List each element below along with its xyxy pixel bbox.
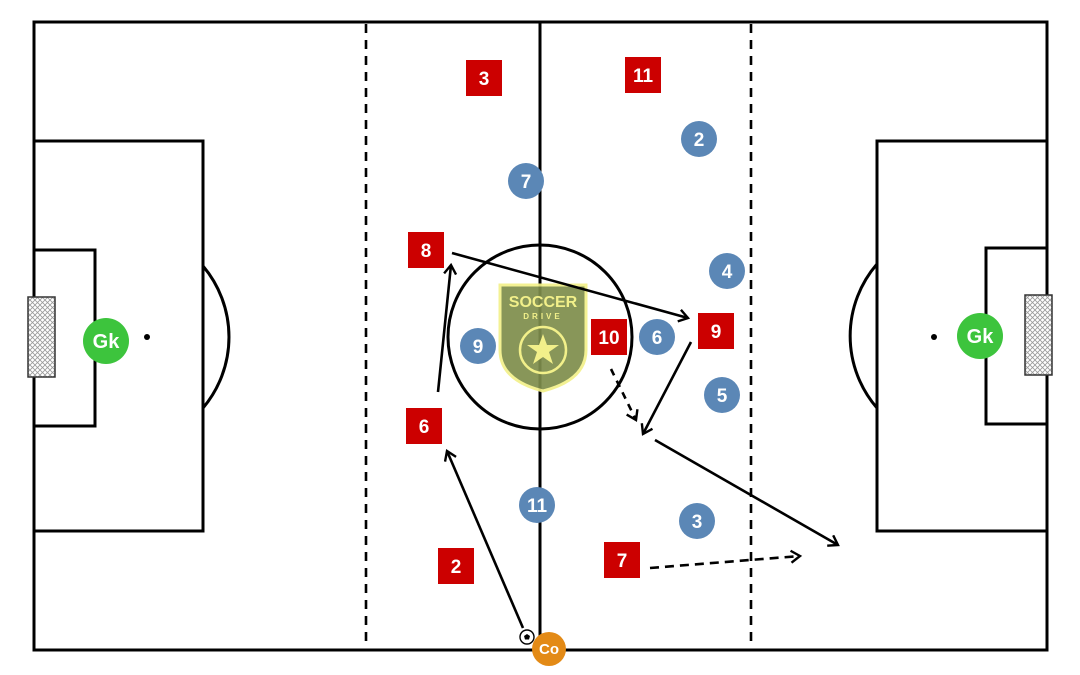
blue-player-number: 6 bbox=[652, 328, 663, 349]
blue-player-number: 3 bbox=[692, 512, 703, 533]
red-player-marker: 6 bbox=[406, 408, 442, 444]
blue-player-marker: 7 bbox=[508, 163, 544, 199]
red-player-square bbox=[604, 542, 640, 578]
red-player-number: 6 bbox=[419, 417, 430, 438]
blue-player-number: 5 bbox=[717, 386, 728, 407]
blue-player-marker: 3 bbox=[679, 503, 715, 539]
blue-player-number: 7 bbox=[521, 172, 532, 193]
right-penalty-arc bbox=[848, 263, 879, 409]
red-player-number: 2 bbox=[451, 557, 462, 578]
coach-circle bbox=[532, 632, 566, 666]
blue-player-marker: 9 bbox=[460, 328, 496, 364]
red-player-number: 3 bbox=[479, 69, 490, 90]
blue-team: 2 7 4 9 6 5 11 3 bbox=[460, 121, 745, 539]
blue-player-number: 9 bbox=[473, 337, 484, 358]
blue-player-circle bbox=[639, 319, 675, 355]
red-player-square bbox=[438, 548, 474, 584]
movement-arrows bbox=[436, 251, 840, 629]
pass-arrow-coach-to-6 bbox=[443, 449, 525, 629]
blue-player-number: 2 bbox=[694, 130, 705, 151]
goalkeeper-marker: Gk bbox=[83, 318, 129, 364]
logo-line1: SOCCER bbox=[509, 294, 578, 311]
run-arrow-10 bbox=[609, 368, 639, 422]
soccer-drive-logo: SOCCER DRIVE bbox=[498, 283, 588, 393]
blue-player-circle bbox=[460, 328, 496, 364]
red-player-marker: 8 bbox=[408, 232, 444, 268]
blue-player-circle bbox=[508, 163, 544, 199]
logo-line2: DRIVE bbox=[523, 312, 562, 321]
blue-player-circle bbox=[704, 377, 740, 413]
red-player-square bbox=[591, 319, 627, 355]
red-player-square bbox=[466, 60, 502, 96]
center-circle bbox=[446, 243, 634, 431]
left-penalty-spot bbox=[144, 334, 150, 340]
blue-player-marker: 11 bbox=[519, 487, 555, 523]
run-arrow-7 bbox=[649, 549, 803, 570]
blue-player-marker: 4 bbox=[709, 253, 745, 289]
red-player-marker: 7 bbox=[604, 542, 640, 578]
blue-player-circle bbox=[709, 253, 745, 289]
red-player-marker: 11 bbox=[625, 57, 661, 93]
red-player-number: 11 bbox=[633, 66, 654, 87]
red-player-marker: 3 bbox=[466, 60, 502, 96]
red-player-number: 10 bbox=[598, 328, 619, 349]
red-player-number: 9 bbox=[711, 322, 722, 343]
red-player-marker: 9 bbox=[698, 313, 734, 349]
pass-arrow-6-to-8 bbox=[436, 262, 458, 393]
red-player-square bbox=[625, 57, 661, 93]
blue-player-number: 4 bbox=[722, 262, 733, 283]
blue-player-marker: 5 bbox=[704, 377, 740, 413]
right-goal-net bbox=[1024, 294, 1053, 376]
logo-ball-icon bbox=[518, 325, 568, 375]
red-player-square bbox=[406, 408, 442, 444]
goalkeeper-label: Gk bbox=[93, 331, 121, 353]
zone-lines bbox=[364, 24, 753, 648]
blue-player-marker: 6 bbox=[639, 319, 675, 355]
goalkeeper-marker: Gk bbox=[957, 313, 1003, 359]
red-player-square bbox=[408, 232, 444, 268]
goalkeeper-circle bbox=[83, 318, 129, 364]
red-player-marker: 10 bbox=[591, 319, 627, 355]
pass-arrow-8-to-9 bbox=[451, 251, 691, 323]
blue-player-circle bbox=[519, 487, 555, 523]
blue-player-circle bbox=[681, 121, 717, 157]
goalkeeper-circle bbox=[957, 313, 1003, 359]
coach-marker: Co bbox=[532, 632, 566, 666]
pass-arrow-to-box bbox=[654, 438, 840, 547]
goalkeeper-label: Gk bbox=[967, 326, 995, 348]
red-team: 3 11 8 10 9 6 2 7 bbox=[406, 57, 734, 584]
blue-player-marker: 2 bbox=[681, 121, 717, 157]
logo-star-icon bbox=[527, 334, 559, 364]
blue-player-number: 11 bbox=[527, 496, 548, 517]
right-penalty-spot bbox=[931, 334, 937, 340]
goalkeepers: Gk Gk bbox=[83, 313, 1003, 364]
red-player-number: 8 bbox=[421, 241, 432, 262]
red-player-number: 7 bbox=[617, 551, 628, 572]
coach-label: Co bbox=[539, 641, 559, 658]
blue-player-circle bbox=[679, 503, 715, 539]
left-goal-net bbox=[27, 296, 56, 378]
soccer-ball-icon bbox=[519, 629, 535, 645]
red-player-square bbox=[698, 313, 734, 349]
left-penalty-arc bbox=[201, 265, 231, 409]
pass-arrow-9-to-space bbox=[640, 341, 693, 436]
red-player-marker: 2 bbox=[438, 548, 474, 584]
